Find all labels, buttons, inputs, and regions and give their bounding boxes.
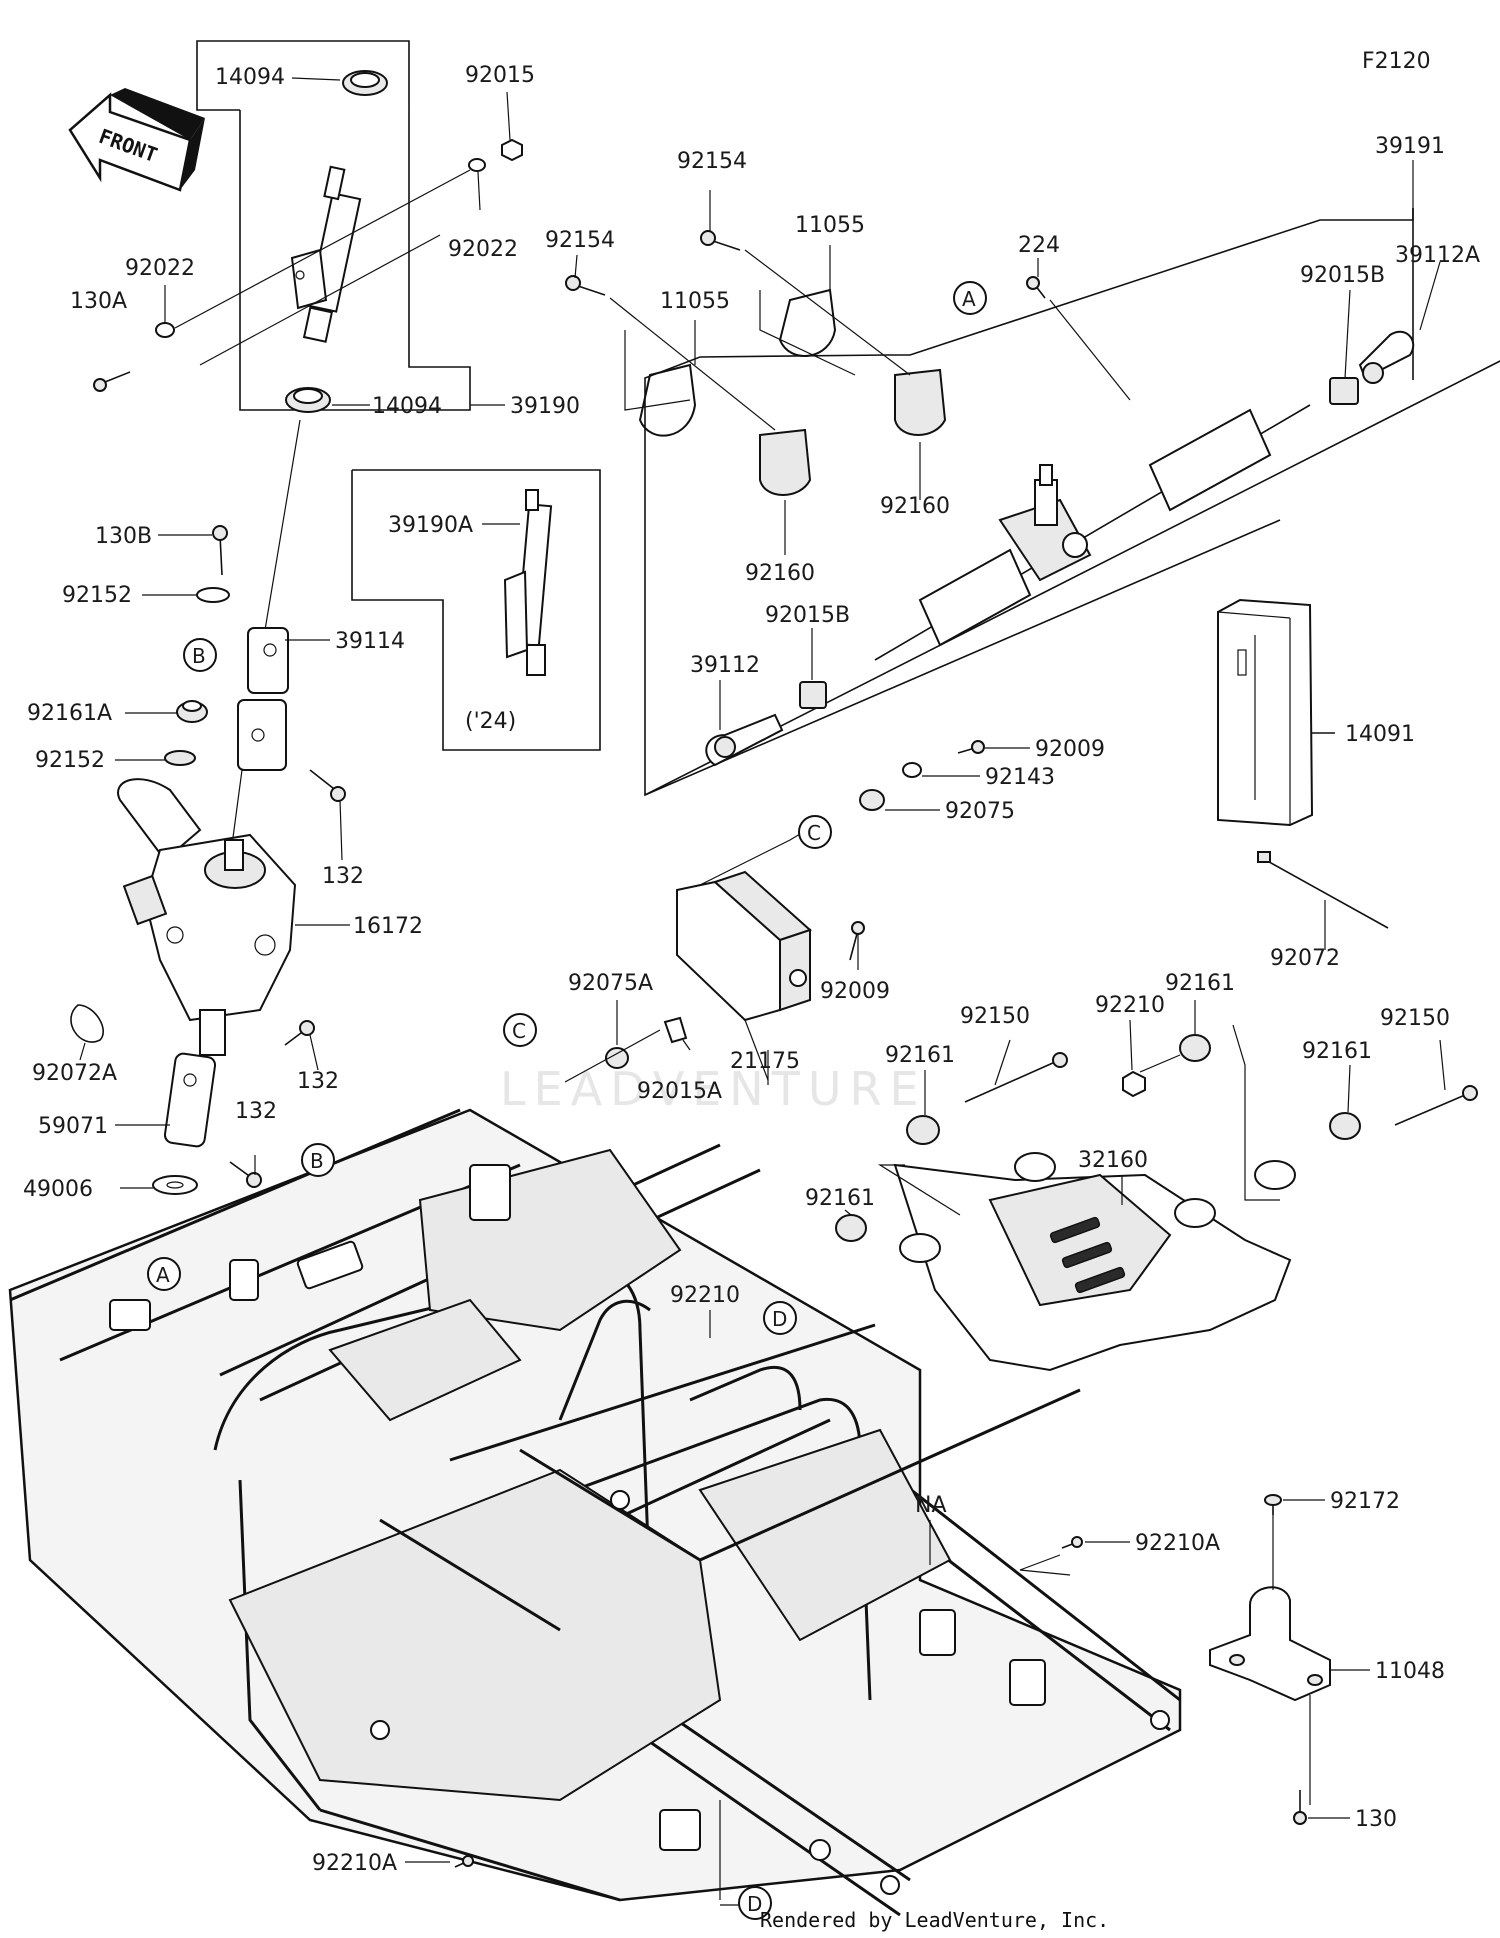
part-label: 132 (235, 1099, 277, 1124)
render-credit: Rendered by LeadVenture, Inc. (760, 1908, 1109, 1932)
part-label: 92161 (805, 1186, 875, 1211)
part-label: 39191 (1375, 134, 1445, 159)
part-label: 32160 (1078, 1148, 1148, 1173)
part-label: 39112 (690, 653, 760, 678)
watermark: LEADVENTURE (500, 1062, 927, 1116)
part-label: 130 (1355, 1807, 1397, 1832)
part-label: 11055 (660, 289, 730, 314)
callout-a-top: A (953, 281, 987, 315)
callout-d-top: D (763, 1301, 797, 1335)
callout-b-bottom: B (301, 1143, 335, 1177)
part-label: 92150 (1380, 1006, 1450, 1031)
part-label: 92009 (1035, 737, 1105, 762)
left-steering-parts (70, 525, 346, 1195)
svg-text:B: B (192, 644, 206, 668)
part-label: 92172 (1330, 1489, 1400, 1514)
part-label: 39190A (388, 513, 473, 538)
part-label: 59071 (38, 1114, 108, 1139)
part-label: 130A (70, 289, 127, 314)
part-label: 92210 (1095, 993, 1165, 1018)
part-label: 92015A (637, 1079, 722, 1104)
part-labels: 14094 92015 92022 92022 130A 14094 39190… (23, 63, 1480, 1876)
part-label: 92154 (677, 149, 747, 174)
subframe-bracket (697, 1024, 1478, 1372)
part-label: 92015 (465, 63, 535, 88)
part-label: 49006 (23, 1177, 93, 1202)
stabilizer-clamps (565, 230, 947, 496)
callout-c-bottom: C (503, 1013, 537, 1047)
leader-lines (79, 77, 1446, 1906)
front-arrow-icon: FRONT (68, 88, 205, 192)
part-label: 92022 (448, 237, 518, 262)
part-label: 11055 (795, 213, 865, 238)
part-label: 92075 (945, 799, 1015, 824)
part-label: 92210A (312, 1851, 397, 1876)
part-label: 132 (297, 1069, 339, 1094)
part-label: 14091 (1345, 722, 1415, 747)
part-label: 92210 (670, 1283, 740, 1308)
steering-rack-group (644, 208, 1500, 797)
svg-text:A: A (156, 1263, 170, 1287)
variant-24-box: ('24) (351, 469, 601, 751)
part-label: 14094 (372, 394, 442, 419)
part-label: 92154 (545, 228, 615, 253)
part-label: 92015B (765, 603, 850, 628)
ecu-module (564, 740, 985, 1083)
mount-bracket (454, 1494, 1331, 1868)
part-label: 92022 (125, 256, 195, 281)
part-label: 92160 (745, 561, 815, 586)
part-label: 92152 (35, 748, 105, 773)
part-label: 14094 (215, 65, 285, 90)
svg-text:C: C (512, 1019, 526, 1043)
svg-text:B: B (310, 1149, 324, 1173)
svg-text:D: D (747, 1892, 762, 1916)
part-label: 92072 (1270, 946, 1340, 971)
part-label: 11048 (1375, 1659, 1445, 1684)
steering-column-group (93, 40, 523, 861)
part-label: 92210A (1135, 1531, 1220, 1556)
part-label: 224 (1018, 233, 1060, 258)
svg-text:A: A (962, 287, 976, 311)
part-label: 39114 (335, 629, 405, 654)
part-label: 130B (95, 524, 152, 549)
battery-box (1217, 598, 1389, 929)
part-label: 92152 (62, 583, 132, 608)
callout-b-top: B (183, 638, 217, 672)
part-label: NA (915, 1493, 947, 1518)
part-label: 92009 (820, 979, 890, 1004)
part-label: 92161A (27, 701, 112, 726)
part-label: 92150 (960, 1004, 1030, 1029)
figure-code: F2120 (1362, 49, 1431, 74)
part-label: 132 (322, 864, 364, 889)
callout-a-bottom: A (147, 1257, 181, 1291)
callout-circles: A A B B C C D D (147, 281, 987, 1920)
part-label: 39190 (510, 394, 580, 419)
variant-note: ('24) (465, 709, 516, 734)
svg-text:C: C (807, 821, 821, 845)
part-label: 16172 (353, 914, 423, 939)
part-label: 92015B (1300, 263, 1385, 288)
svg-text:D: D (772, 1307, 787, 1331)
part-label: 92161 (1165, 971, 1235, 996)
callout-d-bottom: D (738, 1886, 772, 1920)
callout-c-top: C (798, 815, 832, 849)
part-label: 92161 (885, 1043, 955, 1068)
part-label: 92161 (1302, 1039, 1372, 1064)
part-label: 92075A (568, 971, 653, 996)
part-label: 92143 (985, 765, 1055, 790)
part-label: 92072A (32, 1061, 117, 1086)
chassis-frame (8, 1108, 1182, 1917)
part-label: 21175 (730, 1049, 800, 1074)
part-label: 39112A (1395, 243, 1480, 268)
part-label: 92160 (880, 494, 950, 519)
